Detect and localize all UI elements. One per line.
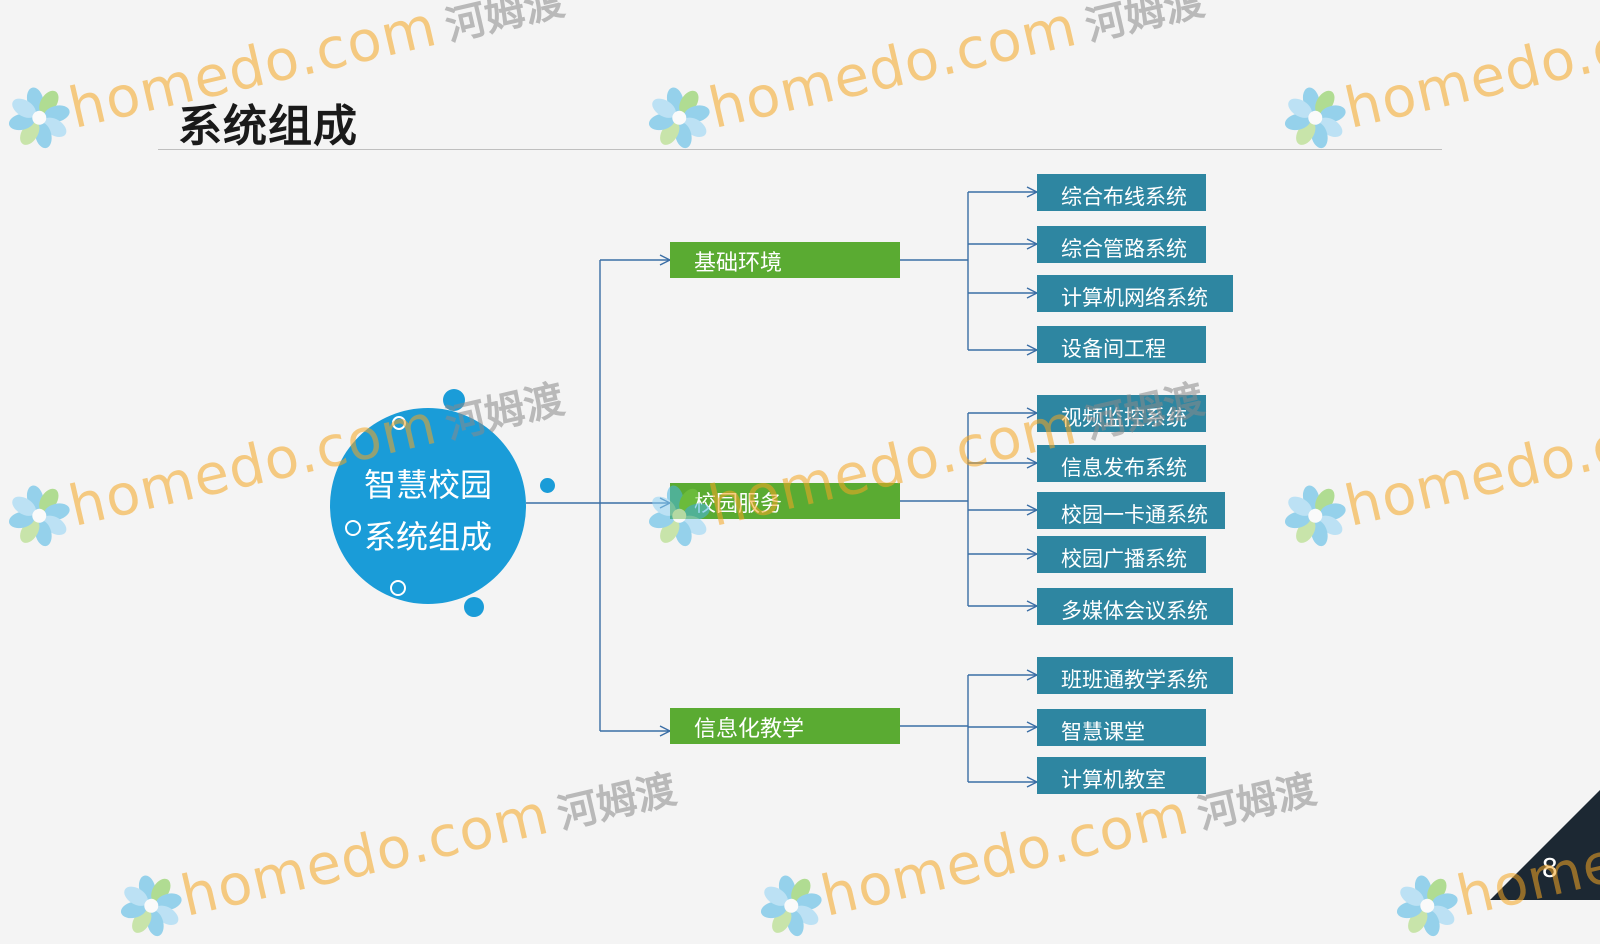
item-box: 综合管路系统 <box>1037 226 1206 263</box>
decor-dot <box>392 416 406 430</box>
item-box: 校园一卡通系统 <box>1037 492 1225 529</box>
item-box: 智慧课堂 <box>1037 709 1206 746</box>
center-label-line1: 智慧校园 <box>363 466 492 504</box>
category-box-infrastructure: 基础环境 <box>670 242 900 278</box>
category-box-it-teaching: 信息化教学 <box>670 708 900 744</box>
slide-title: 系统组成 <box>178 101 358 152</box>
center-node: 智慧校园 系统组成 <box>330 408 526 604</box>
decor-dot <box>390 580 406 596</box>
item-box: 校园广播系统 <box>1037 536 1206 573</box>
item-box: 设备间工程 <box>1037 326 1206 363</box>
item-box: 信息发布系统 <box>1037 445 1206 482</box>
decor-dot <box>443 389 465 411</box>
center-circle <box>330 408 526 604</box>
title-divider <box>158 149 1442 150</box>
item-box: 计算机网络系统 <box>1037 275 1233 312</box>
page-number: 8 <box>1541 854 1558 884</box>
corner-decoration <box>1490 790 1600 900</box>
decor-dot <box>540 478 555 493</box>
item-box: 综合布线系统 <box>1037 174 1206 211</box>
decor-dot <box>464 597 484 617</box>
category-box-campus-services: 校园服务 <box>670 483 900 519</box>
center-label-line2: 系统组成 <box>363 518 492 556</box>
decor-dot <box>345 520 361 536</box>
slide: 系统组成 智慧校园 系统组成 基础环境 校园服务 信息化教学 综合布线系统 综合… <box>8 0 1600 936</box>
item-box: 多媒体会议系统 <box>1037 588 1233 625</box>
item-box: 视频监控系统 <box>1037 395 1206 432</box>
connector-lines <box>526 0 1600 900</box>
item-box: 班班通教学系统 <box>1037 657 1233 694</box>
item-box: 计算机教室 <box>1037 757 1206 794</box>
